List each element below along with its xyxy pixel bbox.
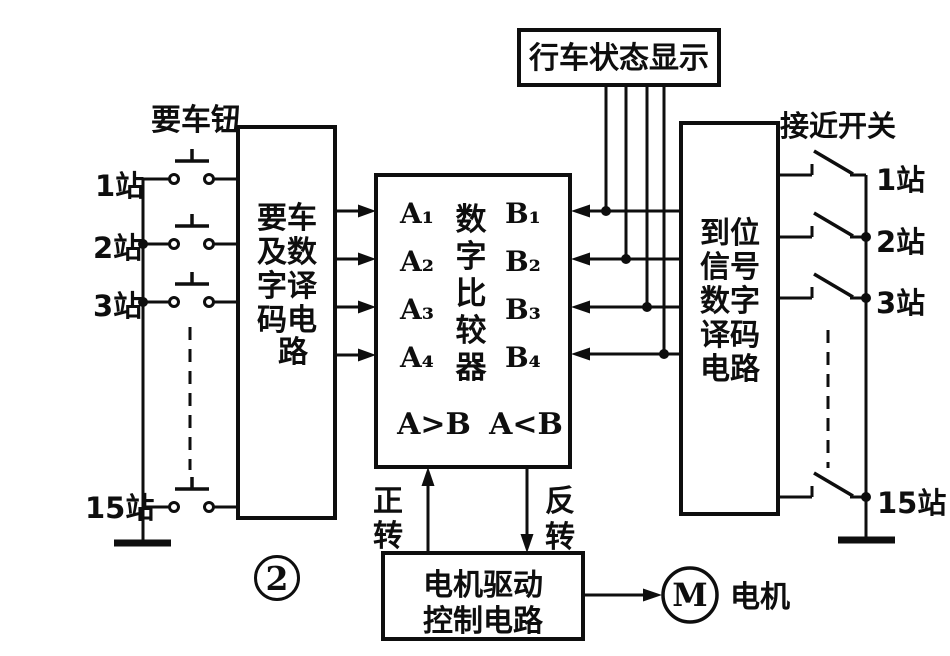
b-input-wires <box>571 204 681 361</box>
switch-blade <box>813 211 854 238</box>
arrowhead-left <box>571 252 590 266</box>
proximity-switch-area: 接近开关 <box>778 109 946 544</box>
left-station-label-3: 3站 <box>93 289 142 323</box>
contact-circle <box>168 173 180 185</box>
call-decoder-row: 路 <box>278 335 309 370</box>
reverse-label-char: 转 <box>545 520 575 555</box>
call-decoder-frame <box>236 125 337 520</box>
comparator-b1-label: B₁ <box>505 197 541 230</box>
switch-blade <box>813 471 854 498</box>
comparator-a1-label: A₁ <box>399 197 434 230</box>
call-button-station-3 <box>143 272 238 308</box>
comparator-lt-output-label: A<B <box>488 407 563 442</box>
comparator-a4-label: A₄ <box>399 341 434 374</box>
proximity-switch-station-2 <box>778 211 866 239</box>
comparator-frame <box>374 173 572 469</box>
call-button-area: 要车钮 <box>85 103 241 547</box>
arrowhead-left <box>571 300 590 314</box>
forward-label-char: 正 <box>373 484 403 519</box>
call-button-group-label: 要车钮 <box>151 103 241 138</box>
contact-circle <box>203 296 215 308</box>
contact-circle <box>203 238 215 250</box>
arrival-decoder-row: 数字 <box>700 284 760 319</box>
right-station-label-1: 1站 <box>876 163 925 197</box>
comparator-name-char: 较 <box>456 313 487 349</box>
call-decoder-row: 码电 <box>257 303 317 338</box>
left-station-label-15: 15站 <box>85 491 154 525</box>
arrowhead-right <box>358 300 376 314</box>
arrival-decoder-row: 电路 <box>700 352 761 387</box>
right-station-label-15: 15站 <box>877 486 946 520</box>
arrowhead-right <box>643 588 662 602</box>
right-station-label-2: 2站 <box>876 225 925 259</box>
arrowhead-up <box>421 467 435 486</box>
arrowhead-left <box>571 204 590 218</box>
call-decoder-row: 及数 <box>257 235 318 270</box>
contact-circle <box>168 501 180 513</box>
rotation-wires: 正 转 反 转 <box>373 467 575 555</box>
arrowhead-left <box>571 347 590 361</box>
call-button-station-2 <box>143 214 238 250</box>
proximity-switch-station-15 <box>778 471 866 499</box>
comparator-b4-label: B₄ <box>505 341 541 374</box>
contact-circle <box>203 501 215 513</box>
proximity-switch-group-label: 接近开关 <box>780 109 896 143</box>
motor: M 电机 <box>583 566 790 624</box>
junction-dot <box>861 232 871 242</box>
travel-status-display: 行车状态显示 <box>517 28 721 359</box>
call-decoder-row: 要车 <box>257 201 317 236</box>
comparator-a2-label: A₂ <box>399 245 434 278</box>
comparator-gt-output-label: A>B <box>396 407 471 442</box>
right-station-label-3: 3站 <box>876 286 925 320</box>
display-box-label: 行车状态显示 <box>528 41 709 76</box>
contact-circle <box>168 296 180 308</box>
junction-dot <box>861 293 871 303</box>
comparator-b3-label: B₃ <box>505 293 541 326</box>
left-station-label-2: 2站 <box>93 231 142 265</box>
forward-label-char: 转 <box>373 519 403 554</box>
contact-circle <box>203 173 215 185</box>
motor-drive-frame <box>381 551 585 641</box>
arrival-decoder-row: 信号 <box>700 250 760 285</box>
contact-circle <box>168 238 180 250</box>
arrowhead-right <box>358 252 376 266</box>
display-box-frame <box>517 28 721 87</box>
motor-circle <box>661 566 719 624</box>
motor-symbol: M <box>672 576 707 614</box>
arrival-decoder-block: 到位 信号 数字 译码 电路 <box>679 121 780 516</box>
call-button-station-1 <box>143 149 238 185</box>
arrival-decoder-row: 到位 <box>700 216 760 251</box>
comparator-name-char: 数 <box>456 202 487 238</box>
comparator-name-char: 字 <box>456 239 487 275</box>
comparator-name-char: 器 <box>455 350 488 386</box>
motor-drive-line-1: 电机驱动 <box>423 568 543 603</box>
motor-drive-line-2: 控制电路 <box>423 604 544 639</box>
figure-number-circle <box>254 555 300 601</box>
left-station-label-1: 1站 <box>95 169 144 203</box>
arrival-decoder-frame <box>679 121 780 516</box>
switch-blade <box>813 272 854 299</box>
comparator-name-char: 比 <box>456 276 487 312</box>
figure-number: 2 <box>254 555 300 601</box>
arrowhead-right <box>358 348 376 362</box>
proximity-switch-station-3 <box>778 272 866 300</box>
reverse-label-char: 反 <box>545 484 575 519</box>
motor-label: 电机 <box>730 580 790 615</box>
call-decoder-row: 字译 <box>257 269 318 304</box>
motor-drive-block: 电机驱动 控制电路 <box>381 551 585 641</box>
comparator-b2-label: B₂ <box>505 245 541 278</box>
comparator-a3-label: A₃ <box>399 293 434 326</box>
a-input-wires <box>335 204 376 362</box>
junction-dot <box>861 492 871 502</box>
comparator-block: A₁ A₂ A₃ A₄ B₁ B₂ B₃ B₄ 数 字 比 较 器 A>B A<… <box>374 173 572 469</box>
arrowhead-down <box>520 534 534 553</box>
arrowhead-right <box>358 204 376 218</box>
switch-blade <box>813 149 854 176</box>
arrival-decoder-row: 译码 <box>700 318 760 353</box>
figure-number-text: 2 <box>266 559 289 598</box>
call-button-station-15 <box>143 477 238 513</box>
proximity-switch-station-1 <box>778 149 866 177</box>
call-decoder-block: 要车 及数 字译 码电 路 <box>236 125 337 520</box>
